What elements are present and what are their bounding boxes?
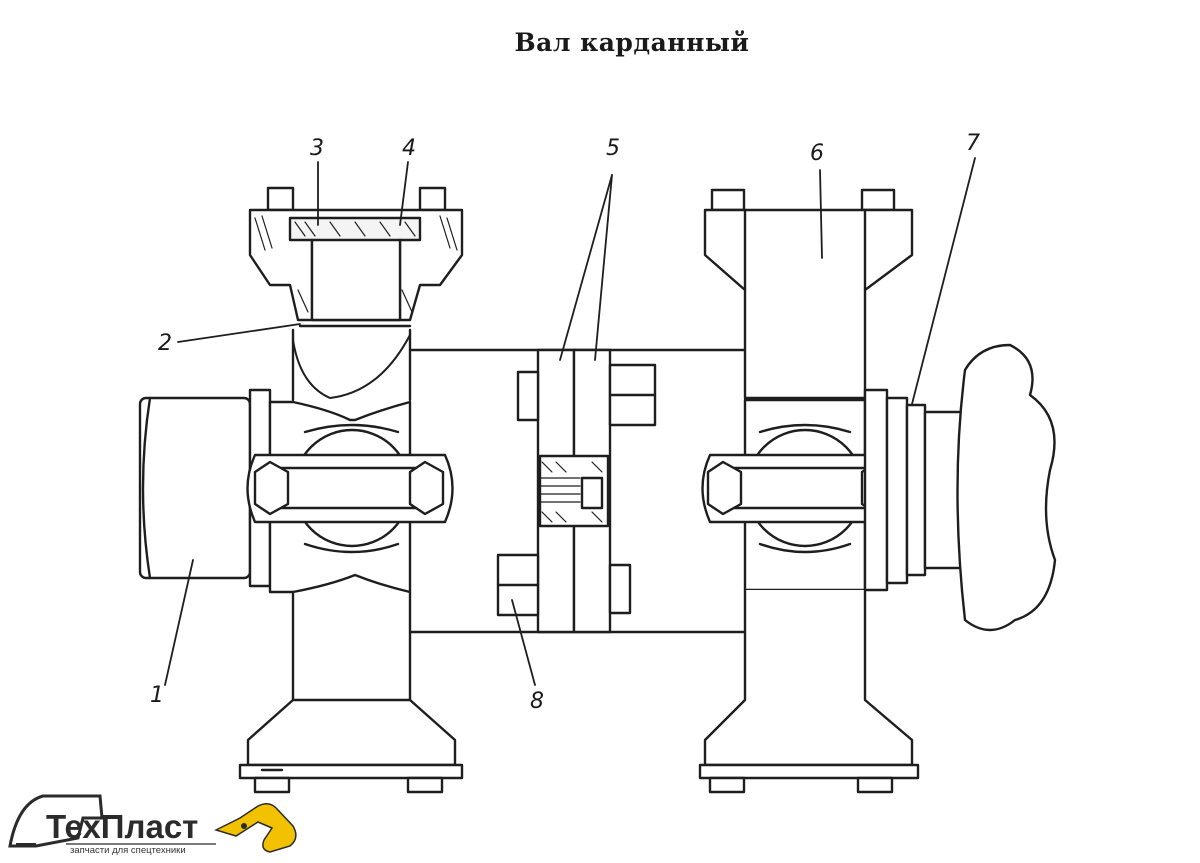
callout-1: 1 (150, 683, 164, 708)
left-yoke (238, 328, 464, 794)
right-end-flange (863, 343, 1057, 632)
callout-3: 3 (310, 136, 324, 161)
middle-flange-joint (496, 348, 657, 634)
excavator-arm-icon (213, 803, 297, 853)
top-bearing-cap (248, 186, 464, 328)
logo-tagline: запчасти для спецтехники (70, 845, 186, 856)
brand-logo: ТехПласт запчасти для спецтехники (8, 794, 297, 856)
callout-6: 6 (810, 141, 824, 166)
logo-brand-text: ТехПласт (46, 808, 198, 845)
callout-5: 5 (606, 136, 620, 161)
callout-2: 2 (158, 331, 172, 356)
callout-8: 8 (530, 689, 544, 714)
right-cross (701, 423, 907, 554)
excavator-bucket-icon (8, 794, 104, 848)
page-title: Вал карданный (514, 28, 750, 57)
leader-lines (164, 157, 976, 686)
callout-4: 4 (402, 136, 416, 161)
callout-7: 7 (966, 131, 980, 156)
callout-labels: 1 2 3 4 5 6 7 8 (150, 131, 980, 714)
left-cross (246, 423, 454, 554)
